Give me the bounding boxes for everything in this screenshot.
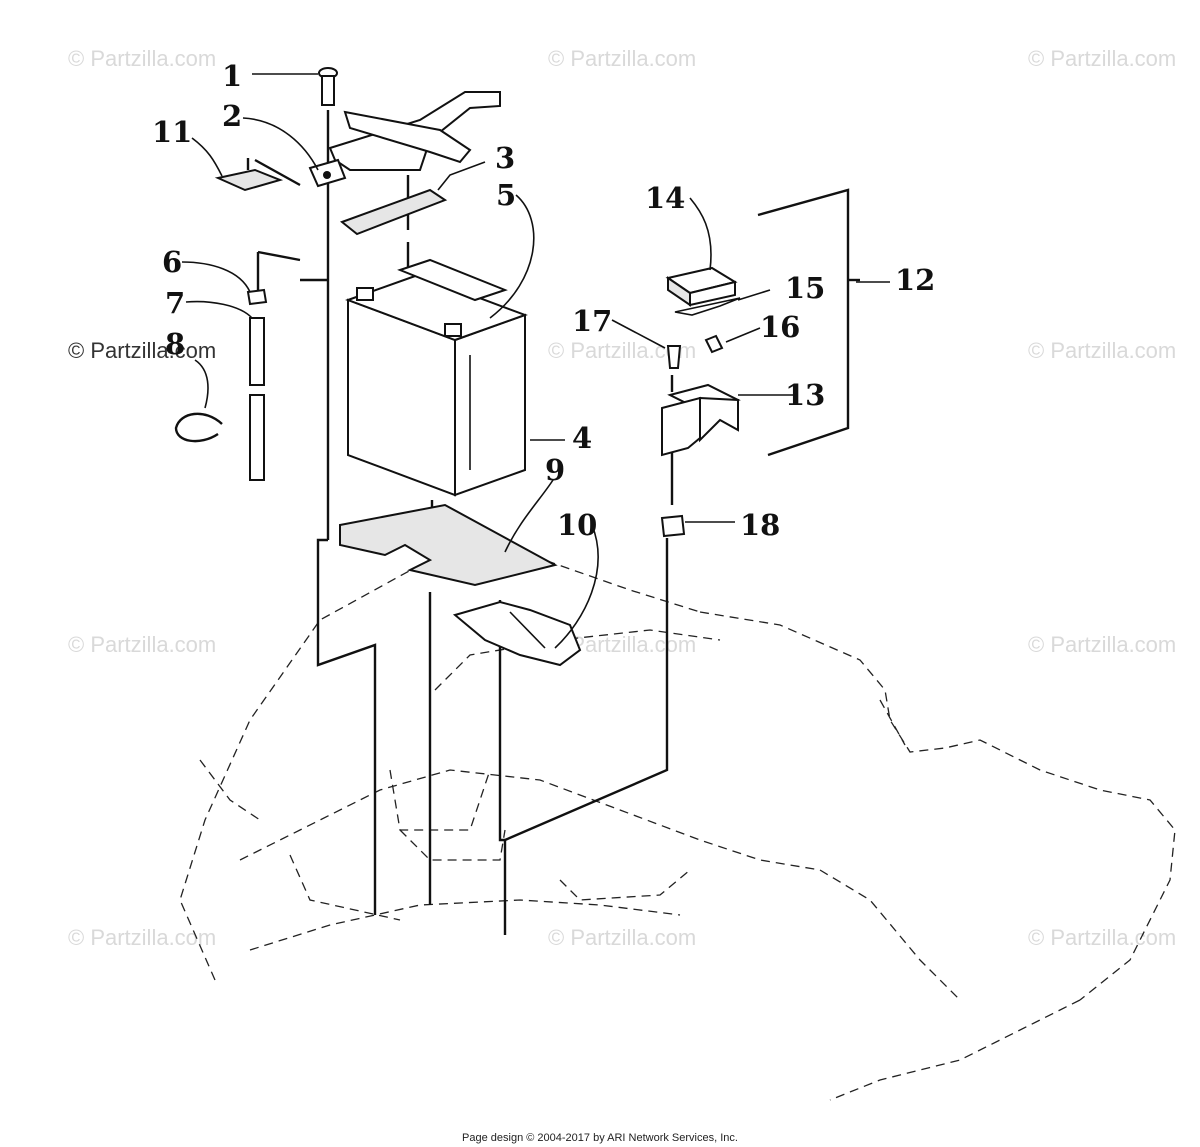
callout-4: 4 xyxy=(572,421,592,455)
watermark: © Partzilla.com xyxy=(548,925,696,950)
watermark: © Partzilla.com xyxy=(68,632,216,657)
callout-6: 6 xyxy=(162,245,182,279)
callout-1: 1 xyxy=(222,59,242,93)
watermark: © Partzilla.com xyxy=(1028,925,1176,950)
callout-2: 2 xyxy=(222,99,242,133)
callout-3: 3 xyxy=(495,141,515,175)
watermark: © Partzilla.com xyxy=(1028,632,1176,657)
callout-18: 18 xyxy=(740,508,780,542)
callout-7: 7 xyxy=(165,286,185,320)
callout-10: 10 xyxy=(557,508,597,542)
callout-9: 9 xyxy=(545,453,565,487)
fuse-part-16 xyxy=(704,334,724,354)
fuse-cover-part xyxy=(665,266,738,307)
callout-16: 16 xyxy=(760,310,800,344)
watermark: © Partzilla.com xyxy=(68,925,216,950)
callout-12: 12 xyxy=(895,263,935,297)
clamp-part xyxy=(174,412,223,443)
battery-part xyxy=(345,258,528,497)
watermark: © Partzilla.com xyxy=(548,46,696,71)
tray-pad-part xyxy=(339,503,558,587)
pad-part-3 xyxy=(339,188,448,236)
callout-14: 14 xyxy=(645,181,685,215)
callout-13: 13 xyxy=(785,378,825,412)
grommet-part xyxy=(660,514,686,538)
callout-5: 5 xyxy=(496,178,516,212)
footer-credit: Page design © 2004-2017 by ARI Network S… xyxy=(462,1132,738,1144)
clip-part xyxy=(246,288,268,306)
callout-17: 17 xyxy=(572,304,612,338)
battery-strap xyxy=(308,91,501,188)
watermark: © Partzilla.com xyxy=(68,338,216,363)
fuse-holder-part xyxy=(661,383,741,457)
watermark: © Partzilla.com xyxy=(1028,46,1176,71)
callout-11: 11 xyxy=(152,115,192,149)
callout-labels: 1 2 3 4 5 6 7 8 9 10 11 12 13 14 15 16 1… xyxy=(152,59,935,542)
cap-part xyxy=(452,600,582,667)
callout-leaders xyxy=(181,73,890,649)
bolt-part xyxy=(318,67,338,106)
watermark: © Partzilla.com xyxy=(68,46,216,71)
sheet-part-15 xyxy=(674,297,741,316)
tube-part xyxy=(249,317,265,481)
callout-8: 8 xyxy=(165,327,185,361)
watermark: © Partzilla.com xyxy=(1028,338,1176,363)
vehicle-body-outline xyxy=(179,554,1176,1101)
pad-part-11 xyxy=(214,168,284,192)
screw-part-17 xyxy=(666,345,682,369)
watermark-layer: © Partzilla.com © Partzilla.com © Partzi… xyxy=(68,46,1176,950)
callout-15: 15 xyxy=(785,271,825,305)
